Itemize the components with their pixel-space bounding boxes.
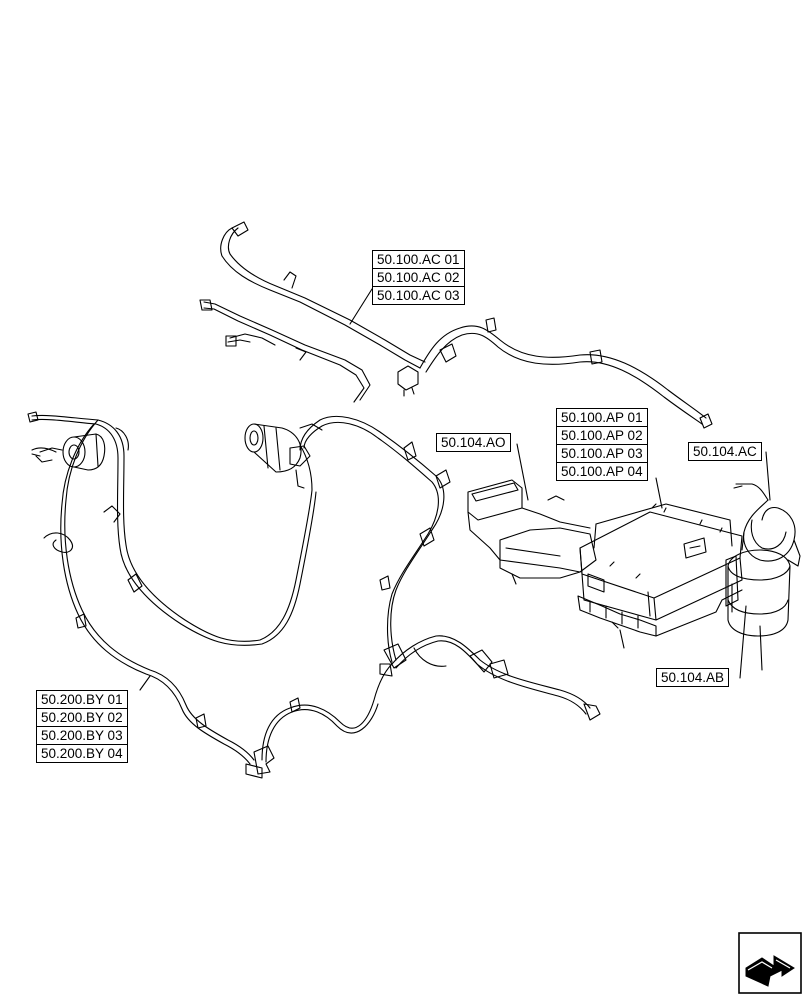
callout-50-104-ac-box: 50.104.AC [688,442,762,461]
callout-50-100-ap-01[interactable]: 50.100.AP 01 [556,408,648,427]
next-page-arrow-icon[interactable] [738,932,802,994]
callout-50-104-ao-box: 50.104.AO [436,433,511,452]
callout-group-50-200-by: 50.200.BY 01 50.200.BY 02 50.200.BY 03 5… [36,690,128,763]
hvac-unit [467,479,743,649]
leader-lines [139,288,771,691]
callout-50-100-ap-02[interactable]: 50.100.AP 02 [556,426,648,445]
callout-50-200-by-04[interactable]: 50.200.BY 04 [36,744,128,763]
callout-50-104-ab-box: 50.104.AB [656,668,730,687]
ac-compressor [244,423,323,489]
blower-motor [35,433,106,471]
callout-50-200-by-03[interactable]: 50.200.BY 03 [36,726,128,745]
callout-50-104-ab[interactable]: 50.104.AB [656,668,730,687]
upper-hose-assembly [199,221,713,429]
callout-group-50-100-ac: 50.100.AC 01 50.100.AC 02 50.100.AC 03 [372,250,465,305]
callout-50-100-ac-02[interactable]: 50.100.AC 02 [372,268,465,287]
callout-50-100-ac-03[interactable]: 50.100.AC 03 [372,286,465,305]
callout-50-104-ac[interactable]: 50.104.AC [688,442,762,461]
callout-50-200-by-01[interactable]: 50.200.BY 01 [36,690,128,709]
callout-50-100-ap-04[interactable]: 50.100.AP 04 [556,462,648,481]
filter-canister [727,483,801,671]
callout-50-104-ao[interactable]: 50.104.AO [436,433,511,452]
callout-50-100-ap-03[interactable]: 50.100.AP 03 [556,444,648,463]
callout-50-200-by-02[interactable]: 50.200.BY 02 [36,708,128,727]
callout-group-50-100-ap: 50.100.AP 01 50.100.AP 02 50.100.AP 03 5… [556,408,648,481]
callout-50-100-ac-01[interactable]: 50.100.AC 01 [372,250,465,269]
wiring-harness [27,411,601,779]
